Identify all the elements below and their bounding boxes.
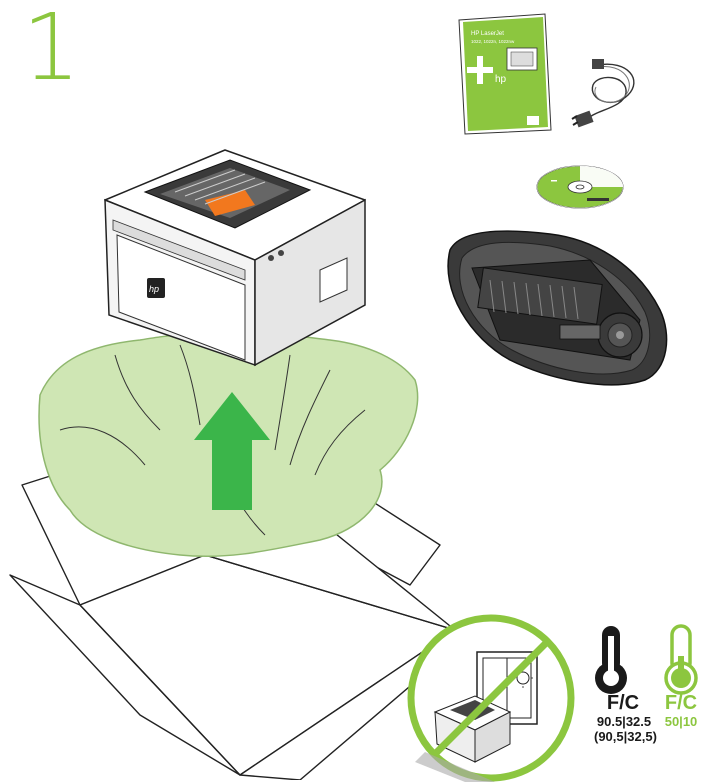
cold-thermometer-icon bbox=[658, 622, 704, 696]
no-sunlight-warning-icon bbox=[405, 612, 577, 784]
hot-temperature-values: 90.5|32.5 (90,5|32,5) bbox=[594, 714, 654, 744]
toner-cartridge bbox=[440, 220, 670, 395]
step-number: 1 bbox=[22, 2, 77, 94]
hot-alt-value: (90,5|32,5) bbox=[594, 729, 654, 744]
manual-booklet: HP LaserJet 1022, 1022n, 1022nw hp bbox=[455, 12, 555, 137]
manual-hp-logo: hp bbox=[495, 74, 507, 85]
svg-text:hp: hp bbox=[149, 284, 159, 294]
hot-thermometer-icon bbox=[588, 622, 634, 696]
manual-title: HP LaserJet bbox=[471, 31, 504, 37]
printer: hp bbox=[95, 130, 385, 370]
software-cd bbox=[535, 162, 625, 212]
power-cord bbox=[568, 55, 648, 135]
manual-models: 1022, 1022n, 1022nw bbox=[471, 39, 515, 44]
cold-temperature-value: 50|10 bbox=[658, 714, 704, 729]
hot-value: 90.5|32.5 bbox=[594, 714, 654, 729]
cold-unit-label: F/C bbox=[658, 692, 704, 715]
hot-unit-label: F/C bbox=[594, 692, 652, 715]
